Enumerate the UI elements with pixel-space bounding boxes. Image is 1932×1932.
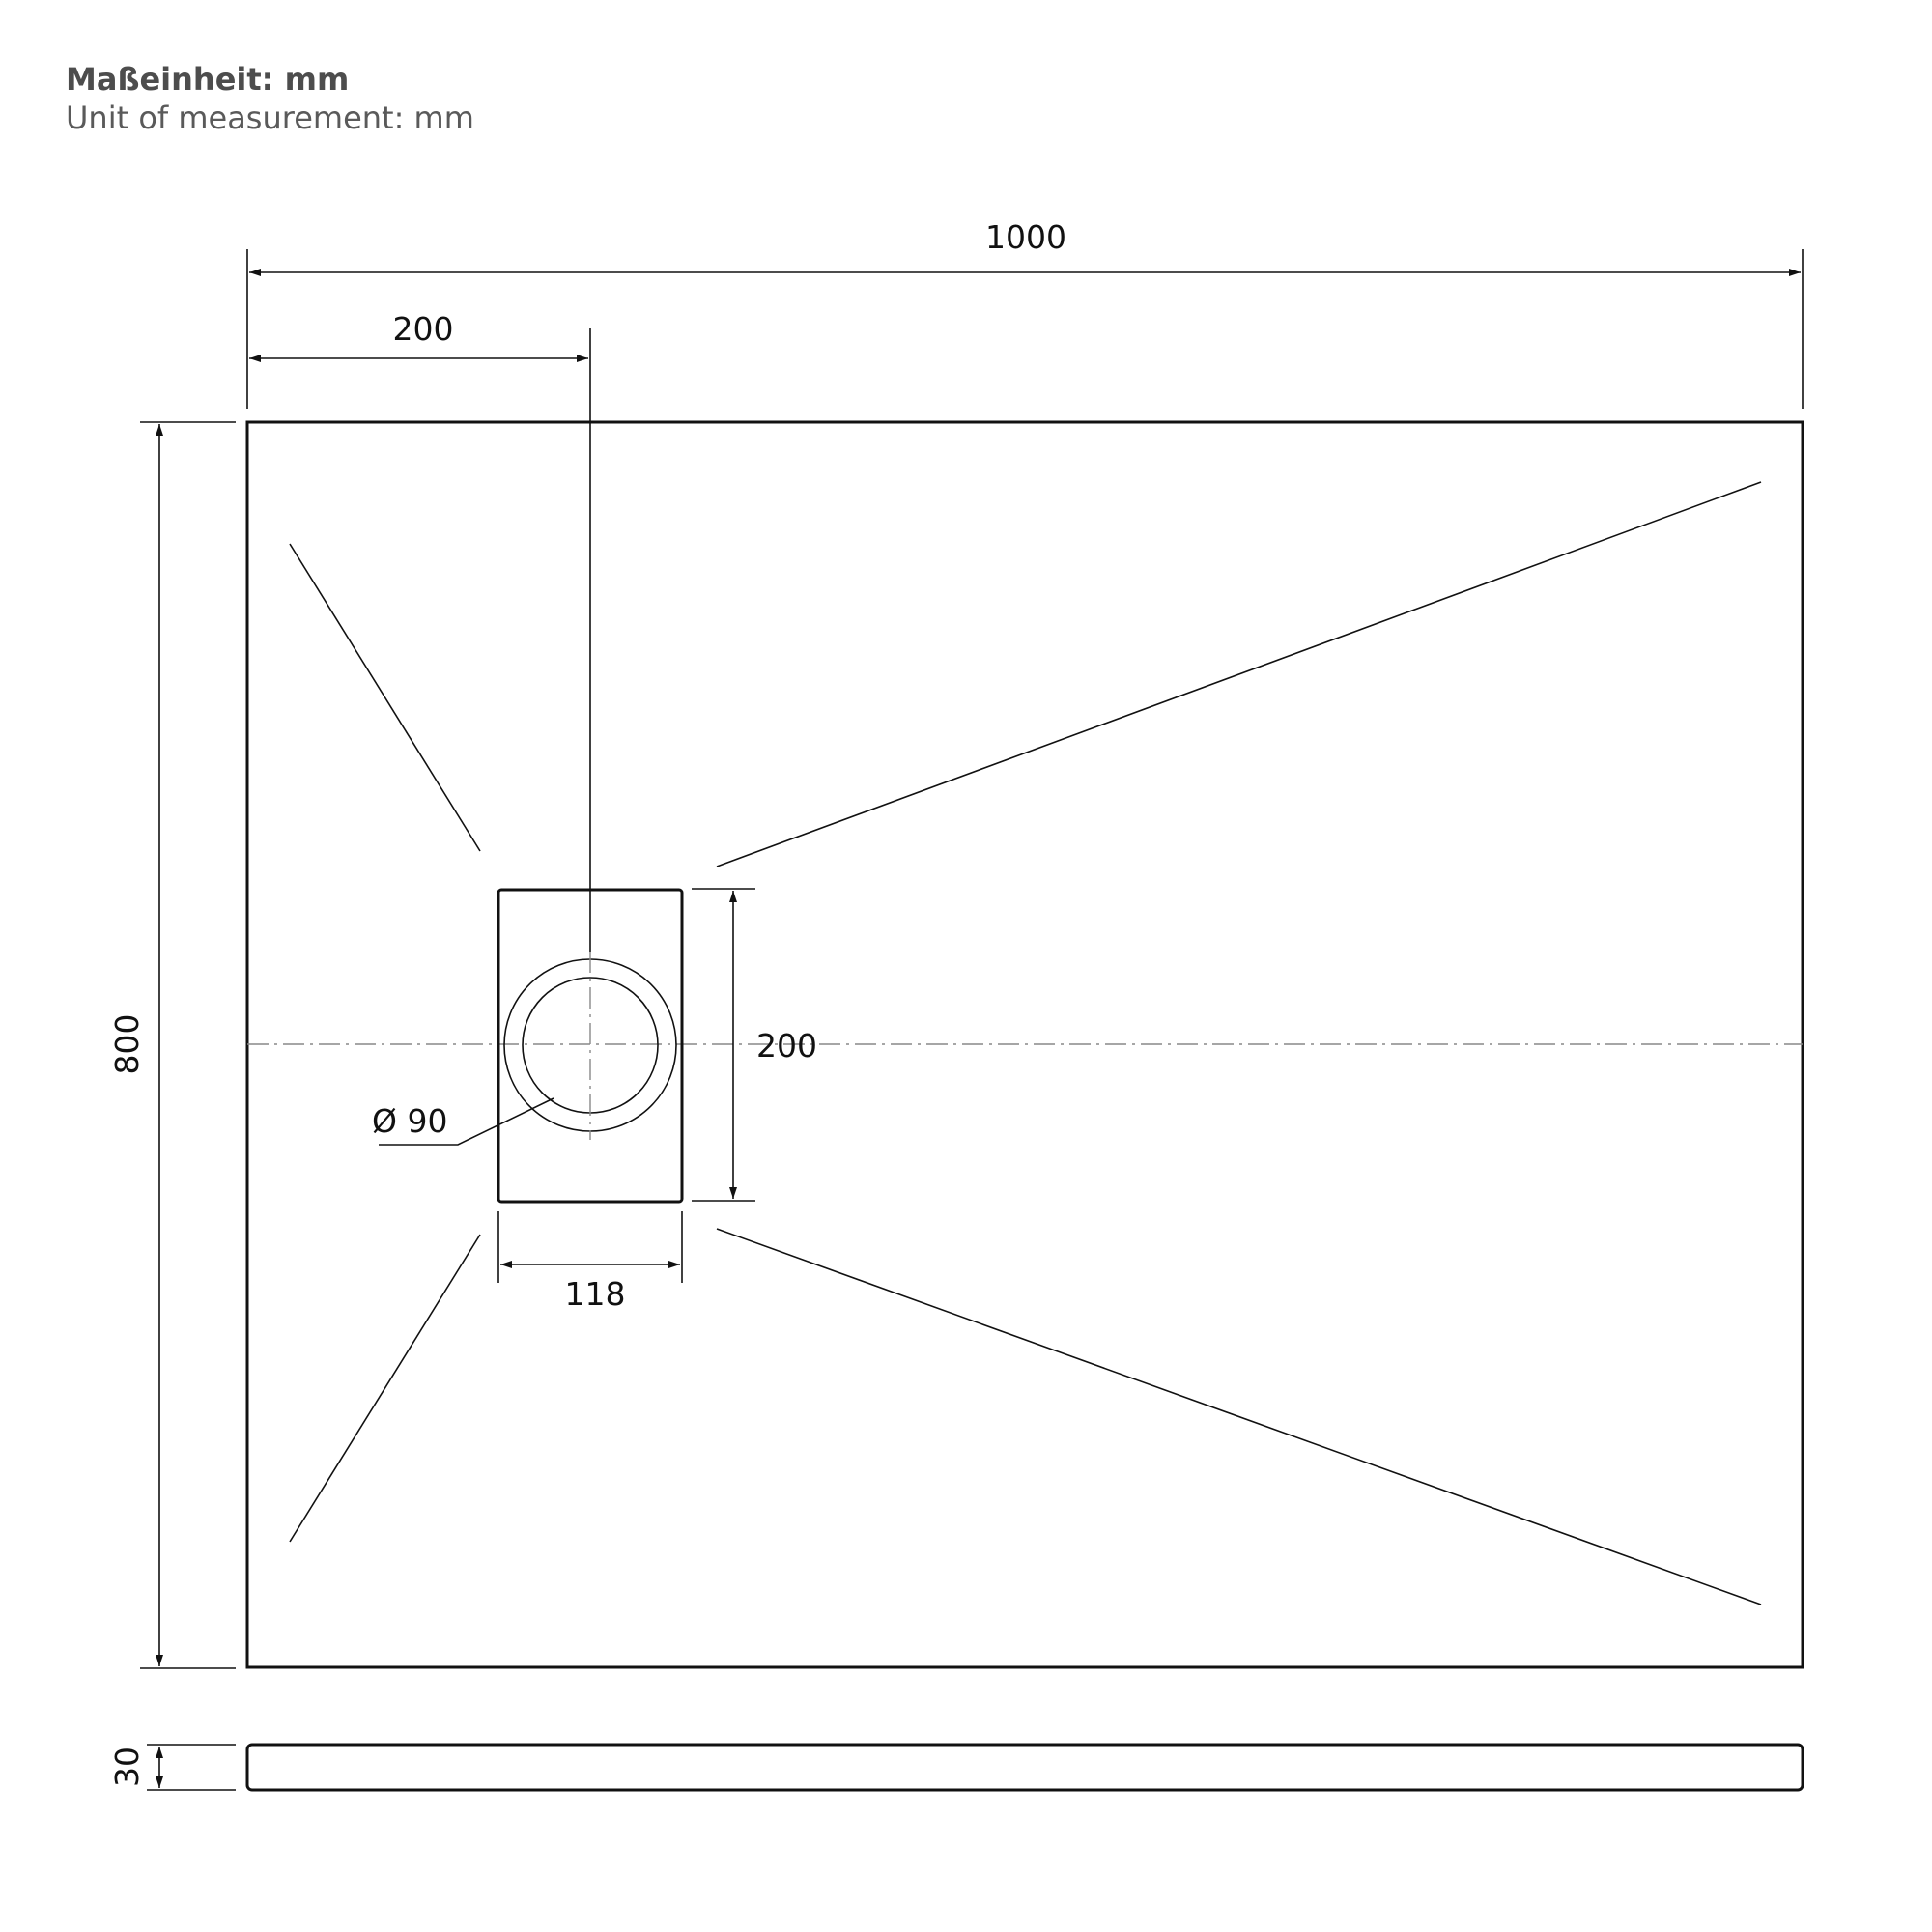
drain-width-dimension-label: 118 bbox=[565, 1275, 626, 1313]
slope-line-top-right bbox=[716, 481, 1762, 867]
drain-offset-dimension-label: 200 bbox=[393, 310, 454, 348]
thickness-dimension-label: 30 bbox=[108, 1747, 146, 1787]
drain-height-dimension-label: 200 bbox=[756, 1027, 817, 1065]
unit-label-en: Unit of measurement: mm bbox=[66, 99, 474, 136]
length-dimension-label: 800 bbox=[108, 1014, 146, 1075]
drain-diameter-label: Ø 90 bbox=[372, 1102, 447, 1140]
unit-label-de: Maßeinheit: mm bbox=[66, 61, 350, 98]
drain-diameter-leader bbox=[379, 1097, 554, 1146]
width-dimension-label: 1000 bbox=[985, 218, 1066, 256]
slope-line-bottom-right bbox=[716, 1228, 1762, 1605]
slope-line-top-left bbox=[289, 543, 481, 852]
unit-note: Maßeinheit: mm Unit of measurement: mm bbox=[66, 60, 474, 137]
tray-side-view bbox=[245, 1743, 1804, 1792]
slope-line-bottom-left bbox=[289, 1234, 481, 1543]
